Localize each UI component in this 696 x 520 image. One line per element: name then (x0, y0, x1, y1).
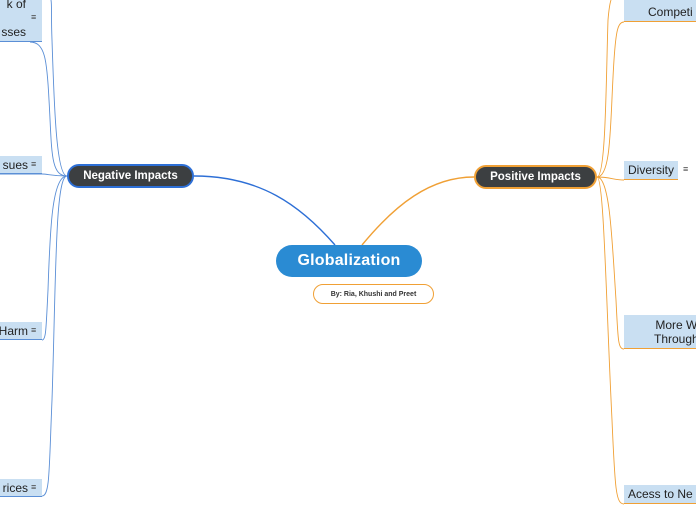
central-topic[interactable]: Globalization (276, 245, 422, 277)
negative-subtopic-1-label: k of sses (1, 0, 26, 39)
main-topic-positive-label: Positive Impacts (490, 171, 581, 183)
connector-positive-child-1 (596, 21, 625, 178)
main-topic-positive[interactable]: Positive Impacts (474, 165, 597, 189)
note-icon[interactable]: ≡ (683, 164, 689, 174)
main-topic-negative[interactable]: Negative Impacts (67, 164, 194, 188)
negative-subtopic-3[interactable]: Harm (0, 322, 42, 340)
note-icon[interactable]: ≡ (31, 159, 37, 169)
credit-callout[interactable]: By: Ria, Khushi and Preet (313, 284, 434, 304)
connector-positive-child-3 (596, 176, 625, 350)
connector-negative-child-1 (29, 41, 68, 177)
negative-subtopic-4[interactable]: rices (0, 479, 42, 497)
connector-negative-child-3 (41, 175, 68, 341)
negative-subtopic-4-label: rices (2, 480, 28, 495)
negative-subtopic-2[interactable]: sues (0, 156, 42, 174)
connector-positive-child-2 (596, 176, 625, 181)
credit-label: By: Ria, Khushi and Preet (330, 290, 417, 298)
positive-subtopic-2-label: Diversity (628, 163, 675, 177)
connector-positive-main (361, 176, 475, 246)
positive-subtopic-3[interactable]: More W Through (624, 315, 696, 349)
main-topic-negative-label: Negative Impacts (83, 170, 178, 182)
connector-positive-child-4 (596, 176, 625, 505)
central-topic-label: Globalization (297, 252, 401, 269)
positive-subtopic-3-label: More W Through (654, 317, 696, 346)
negative-subtopic-3-label: Harm (0, 323, 28, 338)
connector-negative-child-2 (0, 173, 68, 177)
positive-subtopic-1[interactable]: Competi (624, 0, 696, 22)
note-icon[interactable]: ≡ (31, 482, 37, 492)
positive-subtopic-4-label: Acess to Ne (628, 487, 693, 501)
connector-negative-child-4 (41, 175, 68, 497)
note-icon[interactable]: ≡ (31, 325, 37, 335)
connector-negative-child-1b (50, 0, 68, 177)
positive-subtopic-4[interactable]: Acess to Ne (624, 485, 696, 504)
connector-negative-main (193, 175, 336, 246)
negative-subtopic-2-label: sues (2, 157, 28, 172)
note-icon[interactable]: ≡ (31, 12, 37, 22)
connector-positive-child-1b (596, 0, 612, 178)
positive-subtopic-1-label: Competi (648, 5, 693, 19)
negative-subtopic-1[interactable]: k of sses (0, 0, 42, 42)
positive-subtopic-2[interactable]: Diversity (624, 161, 678, 180)
